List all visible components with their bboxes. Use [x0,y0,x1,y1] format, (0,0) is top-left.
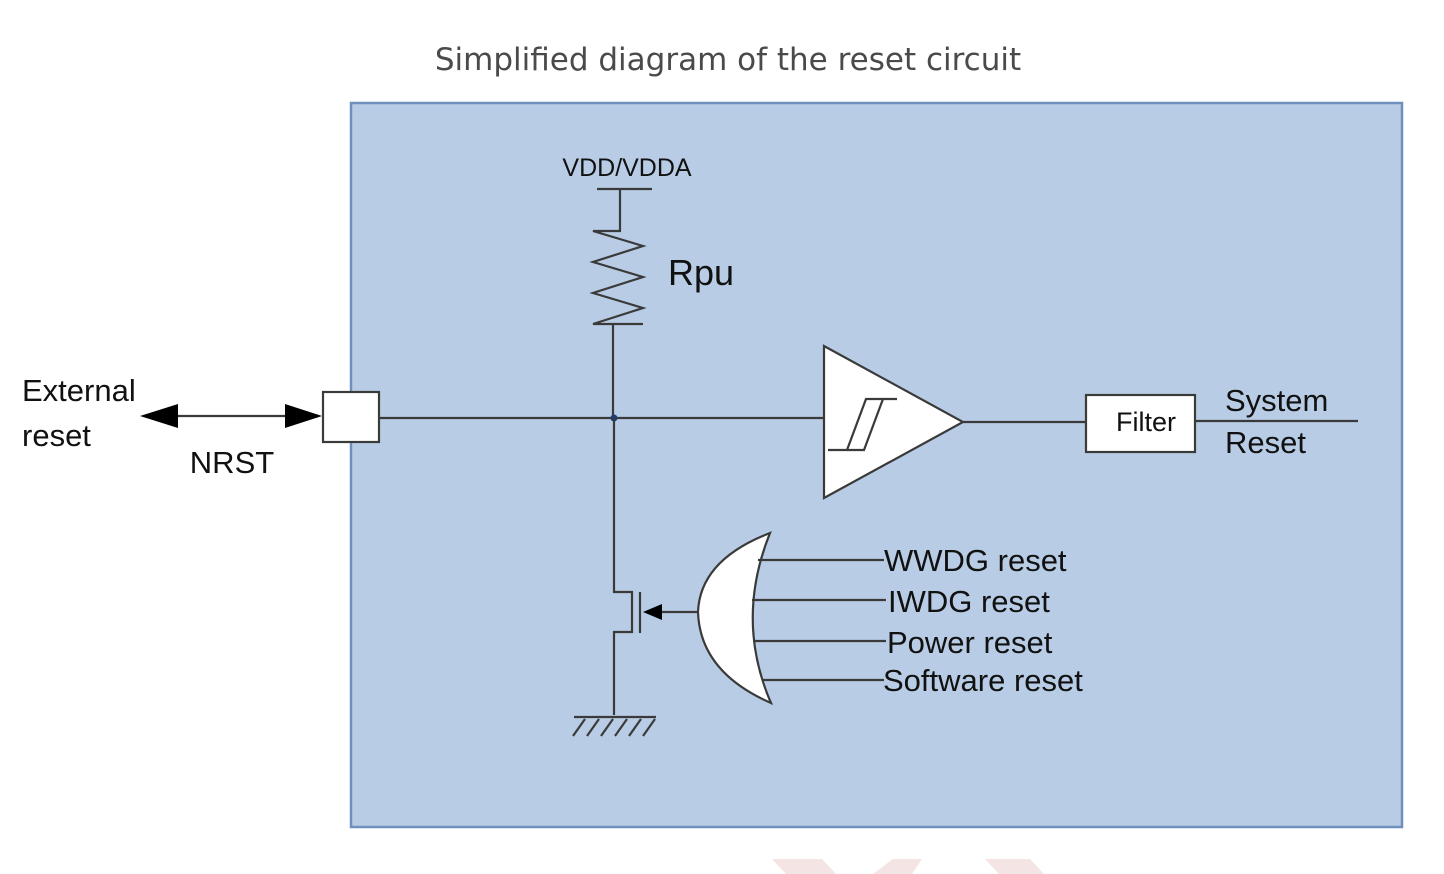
nmos-transistor-icon [612,418,698,715]
reset-source-label: Power reset [887,625,1053,660]
pullup-resistor-icon [589,189,647,418]
output-label-line1: System [1225,383,1328,418]
diagram-title: Simplified diagram of the reset circuit [435,42,1021,78]
filter-label: Filter [1116,407,1176,437]
filter-block [1084,393,1197,454]
bidirectional-arrow-icon [140,404,322,428]
or-gate-icon [696,531,774,706]
external-reset-label-line1: External [22,373,136,408]
ground-icon [572,715,656,737]
nrst-pad [321,390,381,444]
watermark [772,859,1044,874]
external-reset-label-line2: reset [22,418,91,453]
supply-label: VDD/VDDA [562,154,692,182]
resistor-label: Rpu [668,252,734,293]
output-label-line2: Reset [1225,425,1306,460]
pin-label: NRST [190,445,274,480]
schmitt-trigger-icon [822,344,966,500]
reset-source-label: WWDG reset [884,543,1067,578]
reset-source-label: IWDG reset [888,584,1050,619]
reset-source-label: Software reset [883,663,1083,698]
